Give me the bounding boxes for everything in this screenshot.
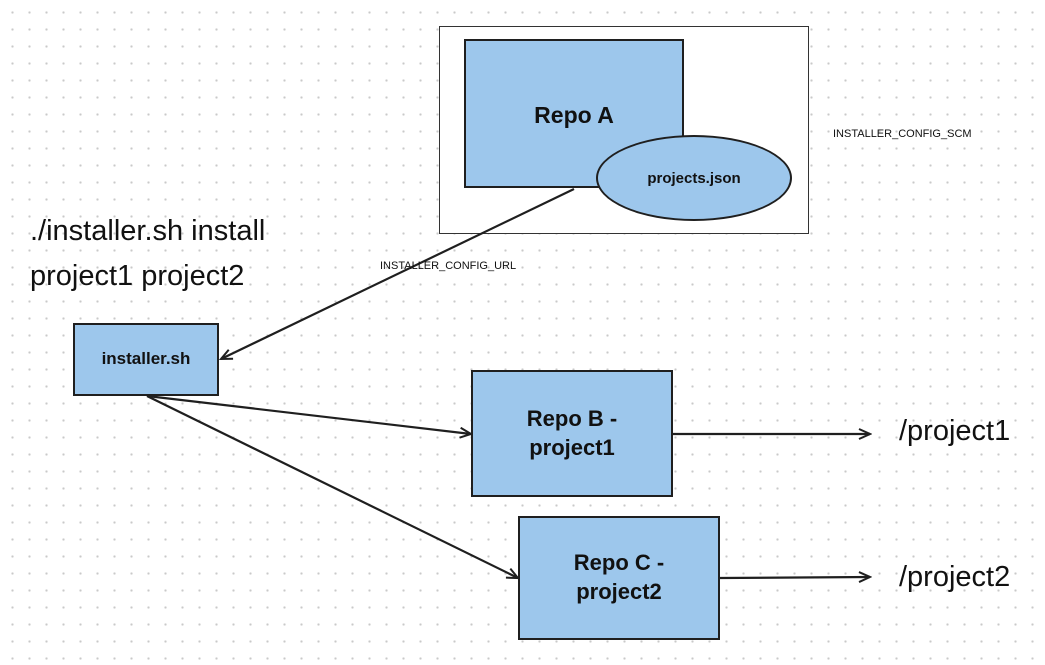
- edge-repo-c-to-output-2: [719, 577, 870, 578]
- repo-b-label-line-1: Repo B -: [526, 405, 618, 431]
- projects-json-node: projects.json: [596, 135, 792, 221]
- output-project1-label: /project1: [899, 415, 1011, 447]
- install-command-line-2: project1 project2: [30, 260, 245, 292]
- install-command-line-1: ./installer.sh install: [30, 215, 266, 247]
- repo-b-label-line-2: project1: [529, 434, 615, 460]
- repo-a-label: Repo A: [534, 102, 614, 128]
- installer-label: installer.sh: [101, 349, 191, 369]
- config-scm-label: INSTALLER_CONFIG_SCM: [833, 128, 972, 140]
- projects-json-label: projects.json: [647, 169, 741, 187]
- config-url-label: INSTALLER_CONFIG_URL: [380, 260, 517, 272]
- output-project2-label: /project2: [899, 561, 1011, 593]
- edge-installer-to-repo-c: [146, 395, 518, 578]
- repo-c-node: Repo C - project2: [518, 516, 720, 640]
- installer-node: installer.sh: [73, 323, 219, 396]
- edge-installer-to-repo-b: [146, 394, 471, 434]
- install-command-text: ./installer.sh install project1 project2: [30, 209, 265, 299]
- repo-c-label-line-2: project2: [576, 579, 662, 604]
- repo-b-node: Repo B - project1: [471, 370, 673, 497]
- repo-a-node: Repo A: [464, 39, 684, 188]
- repo-c-label-line-1: Repo C -: [573, 550, 665, 576]
